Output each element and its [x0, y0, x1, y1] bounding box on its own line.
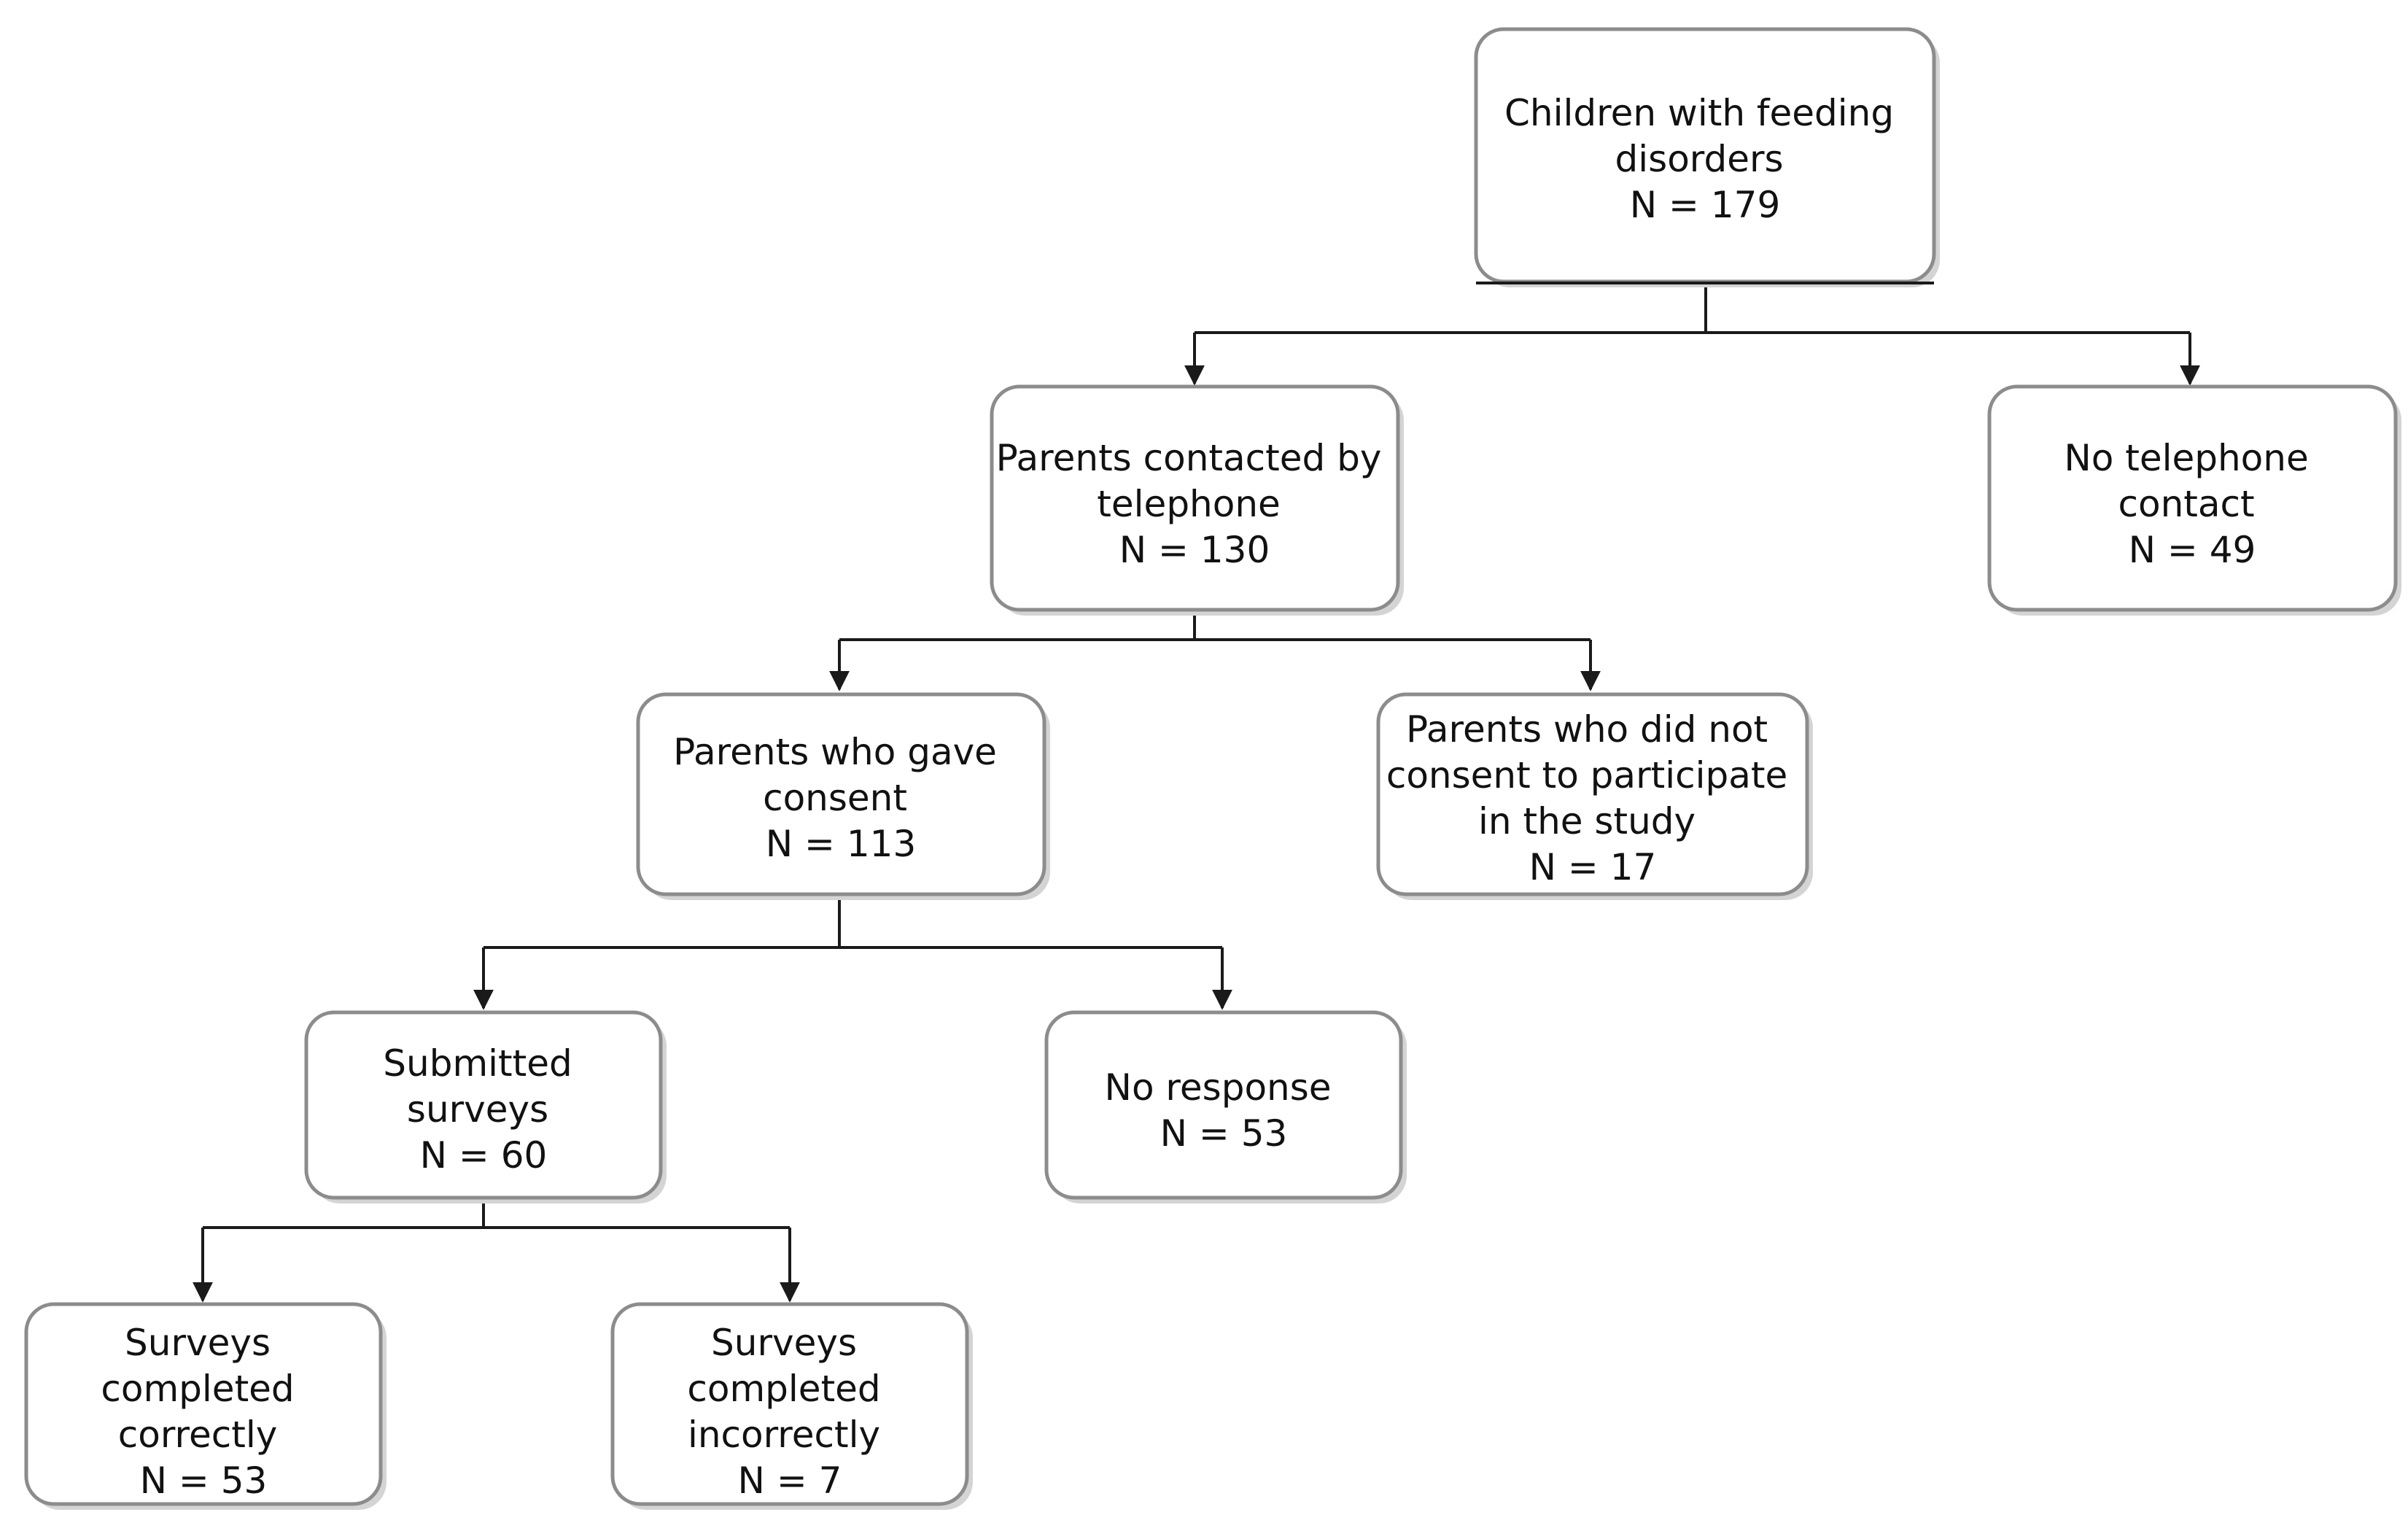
node-consent: Parents who gave consent N = 113 [636, 692, 1050, 900]
node-no-contact: No telephone contact N = 49 [1987, 384, 2401, 616]
node-no-contact-text: No telephone contact N = 49 [2064, 437, 2320, 571]
node-children-text: Children with feeding disorders N = 179 [1504, 92, 1906, 226]
node-no-consent-text: Parents who did not consent to participa… [1386, 708, 1799, 888]
node-contacted-text: Parents contacted by telephone N = 130 [996, 437, 1394, 571]
node-children: Children with feeding disorders N = 179 [1474, 27, 1940, 287]
node-no-response: No response N = 53 [1044, 1010, 1407, 1204]
node-submitted-text: Submitted surveys N = 60 [383, 1042, 583, 1177]
node-incorrect: Surveys completed incorrectly N = 7 [610, 1302, 973, 1510]
node-correct: Surveys completed correctly N = 53 [24, 1302, 387, 1510]
node-incorrect-text: Surveys completed incorrectly N = 7 [687, 1322, 892, 1502]
node-submitted: Submitted surveys N = 60 [304, 1010, 667, 1204]
node-consent-text: Parents who gave consent N = 113 [673, 731, 1009, 865]
node-no-consent: Parents who did not consent to participa… [1376, 692, 1813, 900]
node-contacted: Parents contacted by telephone N = 130 [990, 384, 1404, 616]
node-correct-text: Surveys completed correctly N = 53 [101, 1322, 306, 1502]
connectors [193, 283, 2200, 1303]
node-no-response-text: No response N = 53 [1105, 1066, 1343, 1155]
